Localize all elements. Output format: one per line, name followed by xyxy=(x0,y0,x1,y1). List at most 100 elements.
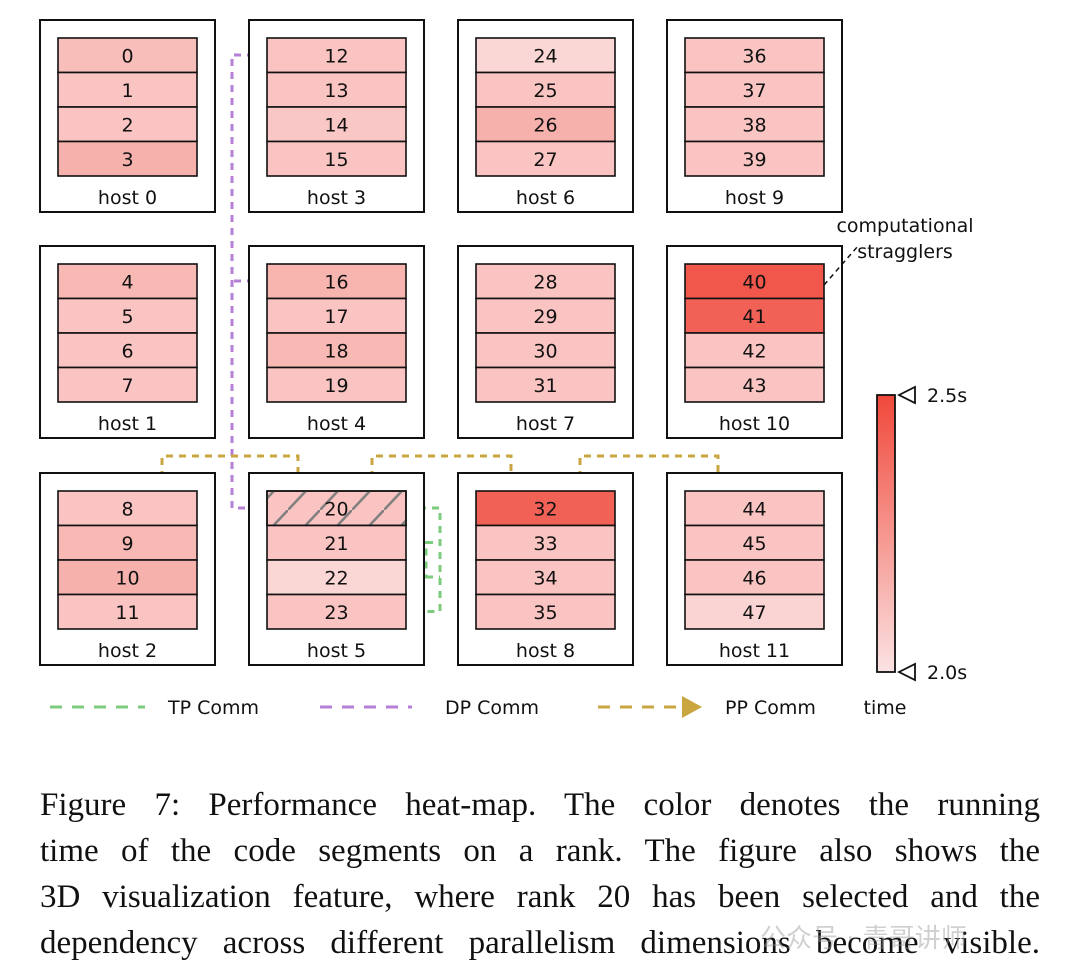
rank-cell[interactable]: 41 xyxy=(684,297,825,334)
rank-cell[interactable]: 20 xyxy=(266,490,407,527)
rank-cell[interactable]: 13 xyxy=(266,71,407,108)
rank-cell-fill xyxy=(684,37,825,74)
rank-cell[interactable]: 46 xyxy=(684,559,825,596)
rank-cell[interactable]: 11 xyxy=(57,593,198,630)
rank-label: 30 xyxy=(533,340,557,362)
rank-cell[interactable]: 14 xyxy=(266,106,407,143)
rank-cell-fill xyxy=(266,559,407,596)
rank-cell[interactable]: 26 xyxy=(475,106,616,143)
colorbar-min-marker xyxy=(896,662,916,682)
rank-cell[interactable]: 12 xyxy=(266,37,407,74)
rank-cell-fill xyxy=(266,332,407,369)
rank-cell-fill xyxy=(266,366,407,403)
rank-cell[interactable]: 21 xyxy=(266,524,407,561)
rank-cell[interactable]: 32 xyxy=(475,490,616,527)
rank-cell-fill xyxy=(57,366,198,403)
rank-cell[interactable]: 6 xyxy=(57,332,198,369)
legend-pp-label: PP Comm xyxy=(725,697,816,719)
rank-cell[interactable]: 8 xyxy=(57,490,198,527)
rank-label: 33 xyxy=(533,533,557,555)
colorbar-max-marker xyxy=(896,385,916,405)
rank-cell-fill xyxy=(475,332,616,369)
rank-cell[interactable]: 0 xyxy=(57,37,198,74)
host-label: host 5 xyxy=(307,640,366,662)
rank-cell[interactable]: 17 xyxy=(266,297,407,334)
rank-cell[interactable]: 28 xyxy=(475,263,616,300)
rank-label: 10 xyxy=(115,567,139,589)
rank-cell-fill xyxy=(266,37,407,74)
rank-label: 1 xyxy=(121,80,133,102)
rank-label: 0 xyxy=(121,45,133,67)
rank-label: 31 xyxy=(533,375,557,397)
rank-label: 41 xyxy=(742,306,766,328)
rank-label: 42 xyxy=(742,340,766,362)
rank-cell[interactable]: 39 xyxy=(684,140,825,177)
rank-cell[interactable]: 47 xyxy=(684,593,825,630)
annotation-text: computational xyxy=(836,215,973,237)
rank-cell[interactable]: 5 xyxy=(57,297,198,334)
rank-cell[interactable]: 3 xyxy=(57,140,198,177)
rank-cell-fill xyxy=(475,559,616,596)
rank-cell[interactable]: 27 xyxy=(475,140,616,177)
rank-cell[interactable]: 18 xyxy=(266,332,407,369)
rank-label: 45 xyxy=(742,533,766,555)
rank-label: 19 xyxy=(324,375,348,397)
rank-label: 14 xyxy=(324,114,348,136)
rank-cell[interactable]: 42 xyxy=(684,332,825,369)
rank-cell[interactable]: 16 xyxy=(266,263,407,300)
rank-cell[interactable]: 29 xyxy=(475,297,616,334)
rank-cell[interactable]: 1 xyxy=(57,71,198,108)
rank-cell[interactable]: 30 xyxy=(475,332,616,369)
rank-cell[interactable]: 43 xyxy=(684,366,825,403)
rank-label: 38 xyxy=(742,114,766,136)
rank-cell[interactable]: 35 xyxy=(475,593,616,630)
rank-cell-fill xyxy=(684,332,825,369)
rank-cell-fill xyxy=(475,140,616,177)
rank-cell[interactable]: 34 xyxy=(475,559,616,596)
rank-cell[interactable]: 4 xyxy=(57,263,198,300)
rank-cell[interactable]: 2 xyxy=(57,106,198,143)
rank-cell[interactable]: 22 xyxy=(266,559,407,596)
rank-cell[interactable]: 44 xyxy=(684,490,825,527)
rank-cell[interactable]: 15 xyxy=(266,140,407,177)
rank-cell[interactable]: 31 xyxy=(475,366,616,403)
rank-cell[interactable]: 7 xyxy=(57,366,198,403)
rank-label: 37 xyxy=(742,80,766,102)
rank-cell[interactable]: 19 xyxy=(266,366,407,403)
rank-cell[interactable]: 10 xyxy=(57,559,198,596)
rank-cell[interactable]: 45 xyxy=(684,524,825,561)
rank-cell-fill xyxy=(57,140,198,177)
rank-cell-fill xyxy=(475,490,616,527)
rank-label: 26 xyxy=(533,114,557,136)
colorbar-title: time xyxy=(864,697,907,719)
rank-label: 9 xyxy=(121,533,133,555)
rank-cell[interactable]: 23 xyxy=(266,593,407,630)
rank-cell[interactable]: 40 xyxy=(684,263,825,300)
rank-cell[interactable]: 36 xyxy=(684,37,825,74)
rank-cell-fill xyxy=(57,524,198,561)
rank-cell[interactable]: 38 xyxy=(684,106,825,143)
rank-cell[interactable]: 24 xyxy=(475,37,616,74)
rank-cell-fill xyxy=(57,332,198,369)
rank-label: 24 xyxy=(533,45,557,67)
rank-cell[interactable]: 33 xyxy=(475,524,616,561)
rank-label: 17 xyxy=(324,306,348,328)
rank-cell[interactable]: 37 xyxy=(684,71,825,108)
rank-cell[interactable]: 9 xyxy=(57,524,198,561)
rank-label: 13 xyxy=(324,80,348,102)
rank-cell[interactable]: 25 xyxy=(475,71,616,108)
